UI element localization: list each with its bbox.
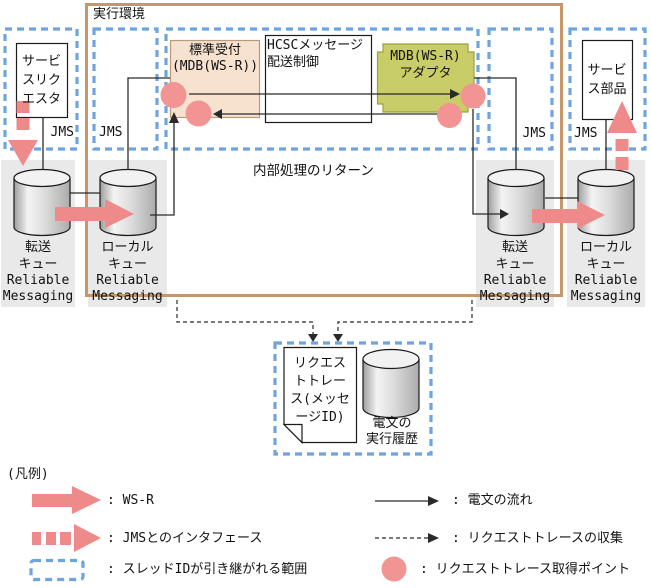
thread-range-box-jms-left (92, 27, 159, 151)
legend-symbols (29, 486, 439, 582)
thread-range-box-component (568, 27, 647, 151)
execution-history-cylinder (362, 348, 420, 419)
internal-processing-return-label: 内部処理のリターン (253, 163, 374, 179)
jms-interface-arrow-up-icon (607, 101, 637, 170)
thread-range-box-jms-right (487, 27, 554, 151)
legend-item-ws-r: : WS-R (107, 493, 154, 508)
trace-point-icon (460, 83, 486, 109)
reliable-messaging-label: Reliable Messaging (92, 273, 163, 304)
transfer-queue-cylinder-right (487, 168, 545, 237)
trace-point-icon (185, 100, 212, 127)
jms-label: JMS (574, 126, 598, 141)
thread-id-range-box-icon (29, 558, 85, 582)
ws-r-arrow-icon (55, 199, 134, 228)
trace-point-icon (160, 82, 187, 108)
hcsc-delivery-control-label: HCSCメッセージ 配送制御 (267, 38, 364, 70)
legend-title: (凡例) (7, 467, 49, 482)
request-trace-document-label: リクエス トトレー ス(メッセ ージID) (290, 356, 350, 425)
trace-point-icon (437, 103, 462, 128)
jms-label: JMS (99, 125, 123, 140)
up-arrowhead-icon (169, 112, 179, 123)
right-arrowhead-icon (500, 209, 509, 219)
legend-item-thread-id-range: : スレッドIDが引き継がれる範囲 (107, 562, 308, 577)
local-queue-label: ローカル キュー (101, 240, 154, 272)
service-component-label: サービ ス部品 (587, 62, 627, 97)
message-flow-lines (42, 77, 607, 219)
reliable-messaging-label: Reliable Messaging (2, 273, 74, 304)
service-component-box (581, 39, 634, 121)
trace-point-icon (381, 556, 407, 582)
standard-reception-box (169, 39, 261, 119)
down-arrowhead-icon (333, 334, 343, 342)
ws-r-arrow-icon (532, 201, 605, 229)
jms-label: JMS (522, 126, 546, 141)
execution-environment-label: 実行環境 (93, 7, 146, 22)
legend-item-trace-collection: : リクエストトレースの収集 (452, 531, 624, 546)
local-queue-cylinder-right (577, 168, 635, 237)
transfer-queue-label: 転送 キュー (495, 240, 535, 272)
left-arrowhead-icon (213, 109, 222, 119)
legend-item-message-flow: : 電文の流れ (452, 493, 533, 508)
jms-interface-arrow-down-icon (8, 101, 38, 166)
standard-reception-label: 標準受付 (MDB(WS-R)) (171, 43, 259, 74)
document-icon (282, 346, 358, 444)
ws-r-arrow-icon (32, 486, 101, 514)
reliable-messaging-label: Reliable Messaging (479, 273, 551, 304)
right-arrowhead-icon (450, 89, 460, 99)
execution-history-label: 電文の 実行履歴 (365, 416, 418, 447)
hcsc-message-delivery-control-box (264, 34, 373, 124)
transfer-queue-cylinder-left (13, 168, 71, 237)
local-queue-label: ローカル キュー (579, 240, 632, 272)
down-arrowhead-icon (308, 334, 318, 342)
legend-item-trace-point: : リクエストトレース取得ポイント (420, 562, 631, 577)
mdb-wsr-adapter-label: MDB(WS-R) アダプタ (390, 49, 461, 81)
reliable-messaging-label: Reliable Messaging (570, 273, 642, 304)
jms-label: JMS (50, 125, 74, 140)
service-requester-label: サービ スリク エスタ (21, 53, 61, 107)
jms-interface-arrow-icon (32, 524, 101, 552)
legend-item-jms-interface: : JMSとのインタフェース (107, 531, 263, 546)
trace-collection-lines (176, 300, 473, 342)
execution-environment-box (85, 3, 563, 297)
transfer-queue-label: 転送 キュー (18, 240, 58, 272)
thread-range-box-requester (3, 27, 79, 151)
trace-store-range-box (273, 341, 433, 456)
mdb-wsr-adapter-box (376, 43, 475, 113)
